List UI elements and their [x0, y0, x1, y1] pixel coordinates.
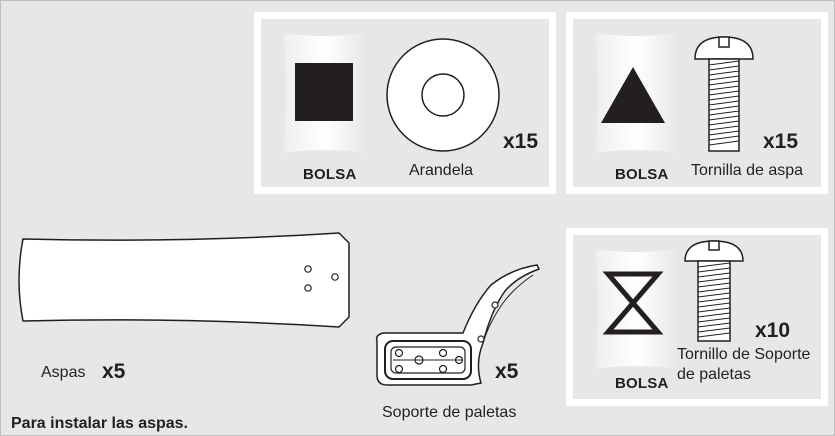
- blade-screw-label: Tornilla de aspa: [691, 162, 804, 179]
- washer-quantity: x15: [503, 130, 539, 153]
- blade-screw-bag-label: BOLSA: [615, 166, 669, 183]
- hourglass-symbol-icon: [602, 271, 664, 335]
- washer-label: Arandela: [409, 162, 474, 179]
- blade-bracket-icon: [375, 264, 541, 386]
- footer-note: Para instalar las aspas.: [11, 415, 188, 432]
- bracket-quantity: x5: [495, 360, 519, 383]
- triangle-symbol-icon: [601, 67, 665, 123]
- blade-screw-quantity: x15: [763, 130, 799, 153]
- bracket-screw-quantity: x10: [755, 319, 791, 342]
- washer-bag-label: BOLSA: [303, 166, 357, 183]
- bracket-screw-label-line2: de paletas: [677, 366, 751, 383]
- screw-icon: [684, 240, 744, 342]
- washer-icon: [386, 38, 500, 152]
- square-symbol-icon: [295, 63, 353, 121]
- blades-quantity: x5: [102, 360, 126, 383]
- washer-panel: BOLSA Arandela x15: [254, 12, 556, 194]
- fan-blade-icon: [18, 232, 350, 328]
- bracket-label: Soporte de paletas: [382, 404, 517, 421]
- blades-label: Aspas: [41, 364, 86, 381]
- screw-icon: [694, 36, 754, 152]
- bracket-screw-panel: x10 Tornillo de Soporte de paletas BOLSA: [566, 228, 828, 406]
- bracket-screw-label-line1: Tornillo de Soporte: [677, 346, 811, 363]
- bracket-screw-bag-label: BOLSA: [615, 375, 669, 392]
- blade-screw-panel: BOLSA Tornilla de aspa x15: [566, 12, 828, 194]
